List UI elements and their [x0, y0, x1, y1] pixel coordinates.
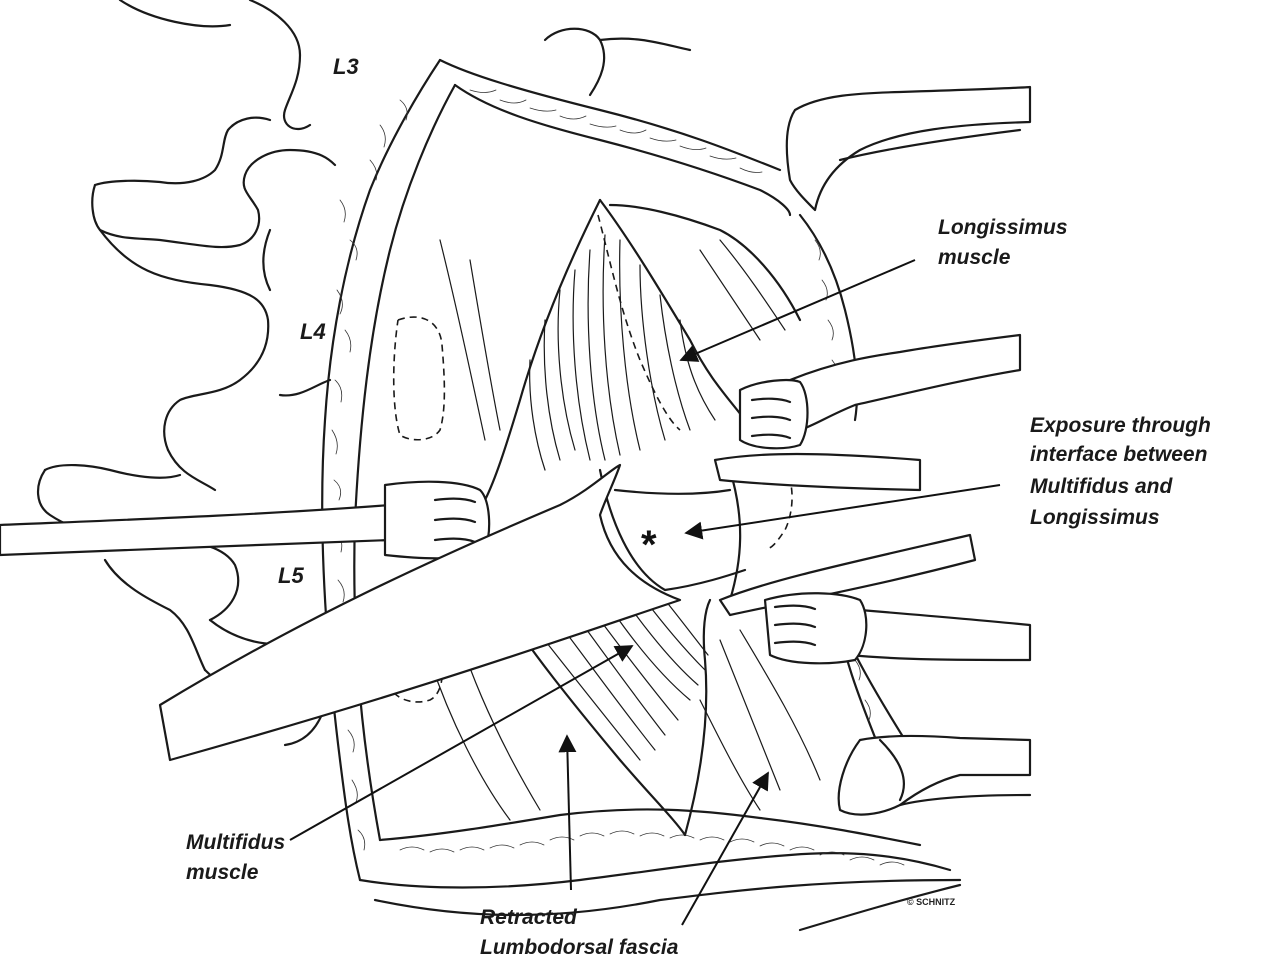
label-fascia-line1: Retracted	[480, 906, 578, 929]
retractor-right-upper	[738, 333, 1022, 450]
copyright-mark: © SCHNITZ	[907, 897, 956, 907]
label-exposure-line2: interface between	[1030, 443, 1207, 466]
arrow-longissimus	[679, 259, 916, 362]
label-exposure-line1: Exposure through	[1030, 414, 1211, 437]
retractor-right-middle	[713, 452, 977, 617]
retractor-bottom-right	[837, 734, 1032, 816]
label-longissimus: Longissimus muscle	[938, 216, 1068, 269]
longissimus-muscle-drawing	[439, 198, 802, 502]
arrow-fascia-left	[558, 734, 577, 891]
retractor-top-right	[785, 85, 1032, 212]
label-fascia-line2: Lumbodorsal fascia	[480, 936, 679, 959]
label-exposure: Exposure through interface between Multi…	[1030, 414, 1211, 529]
label-exposure-line4: Longissimus	[1030, 506, 1160, 529]
retractor-lower-left	[158, 463, 682, 762]
vertebra-label-l5: L5	[278, 563, 304, 588]
label-longissimus-line1: Longissimus	[938, 216, 1068, 239]
label-multifidus: Multifidus muscle	[186, 831, 285, 884]
label-fascia: Retracted Lumbodorsal fascia	[480, 906, 679, 959]
label-longissimus-line2: muscle	[938, 246, 1011, 269]
vertebra-label-l3: L3	[333, 54, 359, 79]
arrow-exposure	[684, 484, 1001, 540]
arrow-fascia-right	[681, 771, 769, 926]
exposure-asterisk: *	[641, 523, 657, 567]
retractor-left	[0, 480, 491, 560]
retractor-right-lower	[763, 592, 1032, 665]
arrow-multifidus	[289, 645, 634, 841]
label-multifidus-line2: muscle	[186, 861, 259, 884]
leader-arrows	[289, 259, 1001, 926]
label-exposure-line3: Multifidus and	[1030, 475, 1173, 498]
exposure-window	[598, 468, 747, 602]
label-multifidus-line1: Multifidus	[186, 831, 285, 854]
vertebra-label-l4: L4	[300, 319, 326, 344]
